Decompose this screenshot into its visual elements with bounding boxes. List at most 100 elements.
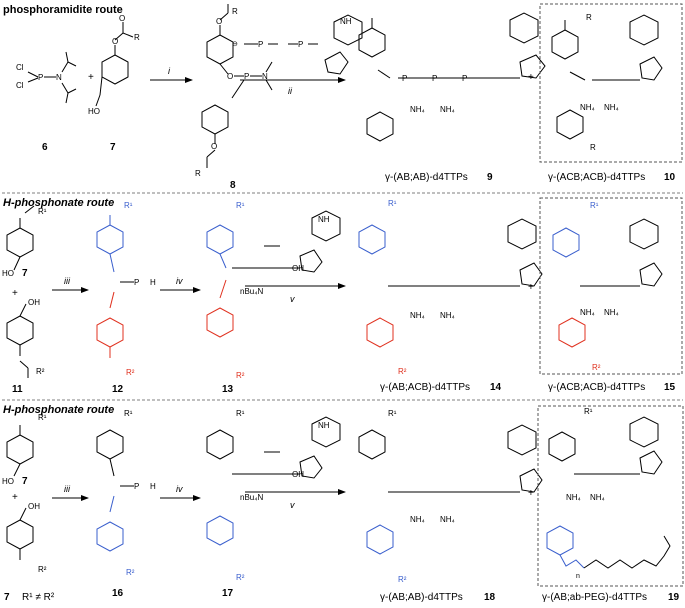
compound-7-structure [95, 22, 134, 107]
compound-label-12: 12 [112, 384, 124, 395]
product-number-19: 19 [668, 592, 680, 603]
counterion-nh4: NH₄ [410, 515, 425, 524]
compound-label-6: 6 [42, 142, 48, 153]
counterion-nh4: NH₄ [440, 105, 455, 114]
reagent-d4tmp-structure [264, 416, 341, 479]
plus-sign: + [528, 488, 534, 499]
atom-r2: R² [398, 575, 407, 584]
product-box-19 [537, 405, 684, 587]
compound-label-7: 7 [22, 268, 28, 279]
atom-r1: R¹ [124, 201, 133, 210]
section-title-h-phosphonate-1: H-phosphonate route [3, 197, 114, 209]
product-name-9: γ-(AB;AB)-d4TTPs [385, 172, 468, 183]
atom-r2: R² [236, 371, 245, 380]
step-label-iii: iii [64, 276, 71, 286]
product-14-structure [358, 218, 543, 348]
reagent-d4tmp-structure [264, 210, 341, 273]
counterion-nbu4n: nBu₄N [240, 287, 264, 296]
step-label-v: v [290, 294, 295, 304]
atom-r1: R¹ [388, 409, 397, 418]
product-name-15: γ-(ACB;ACB)-d4TTPs [548, 382, 645, 393]
compound-7-structure [6, 507, 34, 560]
section-title-phosphoramidite: phosphoramidite route [3, 4, 123, 16]
atom-r2: R² [592, 363, 601, 372]
atom-oh: OH [292, 264, 304, 273]
product-name-18: γ-(AB;AB)-d4TTPs [380, 592, 463, 603]
product-15-structure [552, 218, 663, 348]
product-number-10: 10 [664, 172, 676, 183]
compound-16-structure [96, 429, 134, 552]
atom-h: H [150, 278, 156, 287]
step-label-iv: iv [176, 484, 183, 494]
atom-h: H [150, 482, 156, 491]
atom-o: O [216, 17, 222, 26]
step-label-v: v [290, 500, 295, 510]
atom-cl: Cl [16, 81, 24, 90]
atom-r2: R² [398, 367, 407, 376]
counterion-nh4: NH₄ [580, 308, 595, 317]
plus-sign: + [12, 492, 18, 503]
counterion-nbu4n: nBu₄N [240, 493, 264, 502]
product-number-18: 18 [484, 592, 496, 603]
atom-o: O [112, 37, 118, 46]
atom-r2: R² [36, 367, 45, 376]
atom-oh: OH [28, 502, 40, 511]
atom-p: P [432, 74, 437, 83]
atom-cl: Cl [16, 63, 24, 72]
atom-p: P [134, 278, 139, 287]
counterion-nh4: NH₄ [590, 493, 605, 502]
product-name-14: γ-(AB;ACB)-d4TTPs [380, 382, 470, 393]
counterion-nh4: NH₄ [410, 311, 425, 320]
atom-p: P [462, 74, 467, 83]
atom-r1: R¹ [124, 409, 133, 418]
counterion-nh4: NH₄ [440, 311, 455, 320]
atom-r2: R² [126, 568, 135, 577]
plus-sign: + [528, 282, 534, 293]
compound-7-structure [6, 205, 35, 271]
compound-8-structure [201, 4, 273, 168]
atom-nh: NH [340, 17, 352, 26]
atom-r2: R² [236, 573, 245, 582]
compound-13-structure [206, 224, 300, 338]
product-19-structure [546, 416, 671, 569]
atom-oh: OH [292, 470, 304, 479]
plus-sign: + [88, 72, 94, 83]
compound-label-16: 16 [112, 588, 124, 599]
compound-11-structure [6, 303, 34, 378]
product-number-14: 14 [490, 382, 502, 393]
atom-r2: R² [126, 368, 135, 377]
counterion-nh4: NH₄ [410, 105, 425, 114]
atom-ho: HO [2, 269, 14, 278]
section-title-h-phosphonate-2: H-phosphonate route [3, 404, 114, 416]
compound-label-7: 7 [4, 592, 10, 603]
condition-r1-not-r2: R¹ ≠ R² [22, 592, 55, 603]
step-label-iii: iii [64, 484, 71, 494]
charge-minus: ⊖ [232, 41, 238, 48]
plus-sign: + [528, 72, 534, 83]
atom-r1: R¹ [236, 409, 245, 418]
compound-6-structure [27, 51, 77, 104]
atom-r1: R¹ [590, 201, 599, 210]
atom-p: P [244, 72, 249, 81]
atom-oh: OH [28, 298, 40, 307]
atom-o: O [211, 142, 217, 151]
atom-n: N [262, 72, 268, 81]
counterion-nh4: NH₄ [604, 308, 619, 317]
product-9-structure [358, 12, 546, 142]
compound-label-7: 7 [22, 476, 28, 487]
product-18-structure [358, 424, 543, 555]
product-box-10 [539, 3, 683, 163]
atom-r1: R¹ [388, 199, 397, 208]
atom-r: R [134, 33, 140, 42]
atom-p: P [298, 40, 303, 49]
atom-p: P [402, 74, 407, 83]
step-label-iv: iv [176, 276, 183, 286]
compound-12-structure [96, 215, 134, 358]
atom-r: R [195, 169, 201, 178]
step-label-ii: ii [288, 86, 293, 96]
peg-repeat-n: n [576, 573, 580, 580]
atom-n: N [56, 73, 62, 82]
compound-label-11: 11 [12, 384, 23, 395]
compound-7-structure [6, 425, 34, 477]
